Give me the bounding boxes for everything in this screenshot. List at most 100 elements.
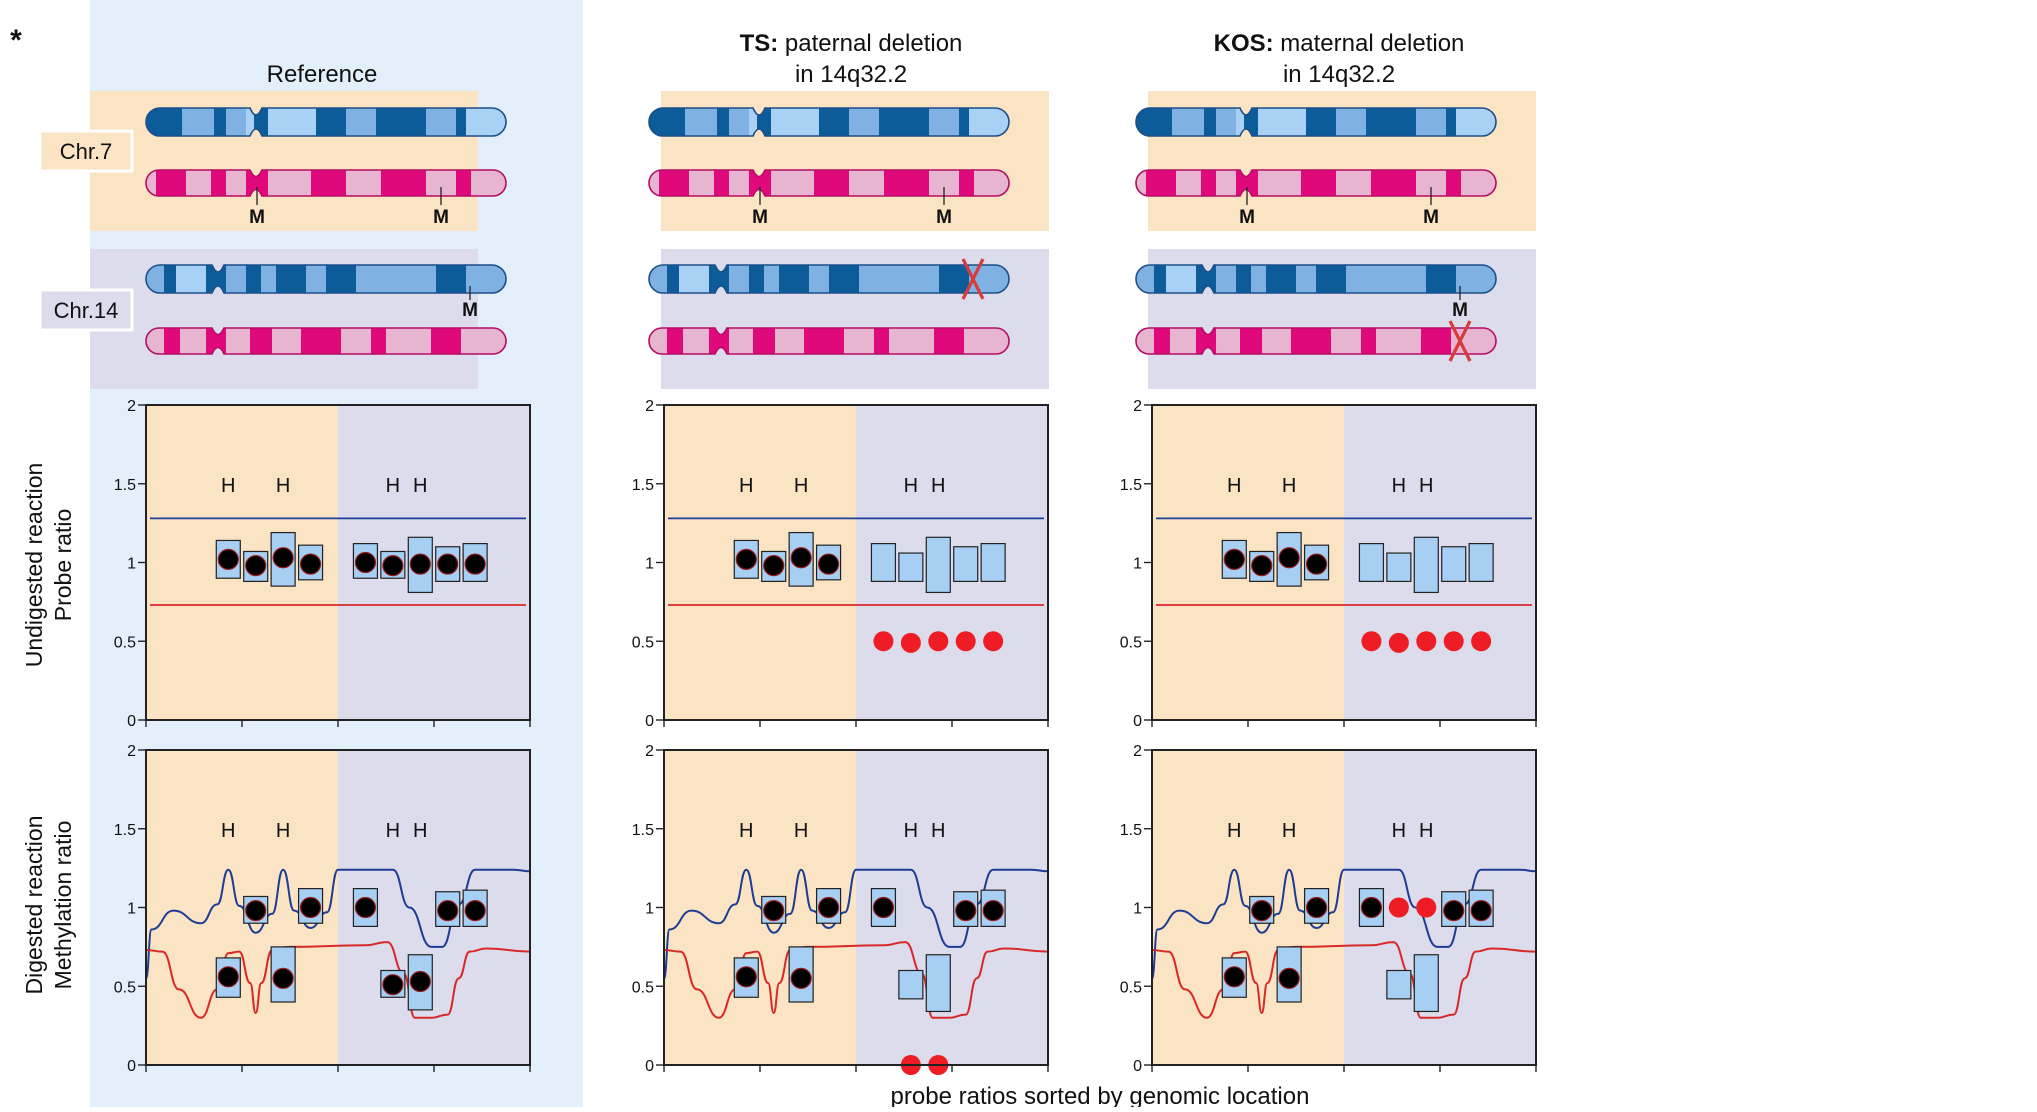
- chromosome-outline: [145, 264, 507, 294]
- chromosome-band: [1166, 265, 1197, 293]
- chromosome-band: [809, 265, 830, 293]
- probe-dot-black: [1278, 967, 1300, 989]
- chromosome-band: [180, 328, 207, 354]
- chromosome-band: [371, 328, 387, 354]
- row-label-undigested-line1: Undigested reaction: [21, 463, 47, 668]
- chromosome-band: [341, 328, 372, 354]
- probe-dot-red: [1388, 632, 1409, 653]
- chromosome-band: [1336, 108, 1367, 136]
- chromosome-band: [889, 328, 935, 354]
- chromosome-band: [381, 170, 427, 196]
- y-tick-label: 1.5: [1120, 822, 1142, 839]
- y-tick-label: 2: [1133, 398, 1142, 415]
- chromosome-band: [764, 265, 780, 293]
- chromosome-band: [226, 108, 247, 136]
- chromosome-band: [683, 328, 710, 354]
- probe-dot-black: [464, 900, 486, 922]
- chromosome-outline: [145, 107, 507, 137]
- chromosome-band: [667, 328, 684, 354]
- chromosome-band: [346, 108, 377, 136]
- chromosome-band: [1376, 328, 1422, 354]
- probe-dot-black: [763, 900, 785, 922]
- row-label-undigested-line2: Probe ratio: [50, 509, 76, 622]
- chr14-maternal-chromosome: [145, 327, 507, 355]
- probe-dot-black: [272, 547, 294, 569]
- y-tick-label: 2: [645, 743, 654, 760]
- chromosome-bands: [146, 328, 506, 354]
- y-tick-label: 0: [645, 1058, 654, 1075]
- probe-dot-red: [1471, 631, 1492, 652]
- h-label: H: [221, 475, 235, 497]
- chromosome-band: [1456, 108, 1482, 136]
- chromosome-bands: [1136, 328, 1496, 354]
- chromosome-band: [1136, 108, 1173, 136]
- probe-dot-black: [1305, 896, 1328, 919]
- marker-label-m: M: [433, 207, 449, 228]
- y-tick-label: 1: [645, 556, 654, 573]
- h-label: H: [1282, 820, 1296, 842]
- h-label: H: [1392, 820, 1406, 842]
- chromosome-band: [326, 265, 357, 293]
- y-tick-label: 0: [1133, 713, 1142, 730]
- chromosome-band: [461, 328, 506, 354]
- chromosome-band: [1251, 265, 1267, 293]
- chromosome-band: [1446, 170, 1462, 196]
- chromosome-band: [206, 328, 227, 354]
- probe-dot-black: [437, 900, 459, 922]
- probe-dot-black: [299, 896, 322, 919]
- chart-frame: [1151, 749, 1537, 1066]
- chr7-maternal-chromosome: [1135, 169, 1497, 197]
- x-axis-label: probe ratios sorted by genomic location: [891, 1083, 1310, 1107]
- chromosome-band: [874, 328, 890, 354]
- h-label: H: [1392, 475, 1406, 497]
- chromosome-band: [974, 170, 1009, 196]
- chromosome-band: [717, 108, 730, 136]
- y-tick-label: 0.5: [1120, 979, 1142, 996]
- chromosome-band: [246, 170, 269, 196]
- chromosome-band: [1136, 328, 1155, 354]
- chromosome-band: [456, 170, 472, 196]
- chromosome-outline: [1135, 264, 1497, 294]
- chromosome-band: [859, 265, 875, 293]
- chromosome-band: [1170, 328, 1197, 354]
- chromosome-band: [667, 265, 680, 293]
- chart-frame: [1151, 404, 1537, 721]
- column-title-rest: paternal deletion: [778, 30, 962, 57]
- h-label: H: [1419, 820, 1433, 842]
- probe-dot-black: [409, 970, 431, 993]
- chromosome-band: [1154, 265, 1167, 293]
- chromosome-band: [849, 108, 880, 136]
- chromosome-band: [959, 108, 970, 136]
- y-tick-label: 1: [127, 901, 136, 918]
- chromosome-band: [1258, 170, 1302, 196]
- chromosome-band: [431, 328, 462, 354]
- chromosome-band: [250, 328, 273, 354]
- probe-box: [870, 542, 897, 582]
- column-title-line2-ts: in 14q32.2: [795, 61, 907, 88]
- chromosome-bands: [146, 265, 506, 293]
- y-tick-label: 1: [1133, 556, 1142, 573]
- h-label: H: [1227, 475, 1241, 497]
- chromosome-band: [356, 265, 372, 293]
- y-tick-label: 1.5: [632, 822, 654, 839]
- probe-dot-black: [1470, 900, 1492, 922]
- chromosome-band: [376, 108, 427, 136]
- probe-box: [1386, 552, 1412, 582]
- probe-dot-black: [790, 547, 812, 569]
- probe-box: [925, 536, 951, 594]
- h-label: H: [931, 475, 945, 497]
- probe-dot-black: [872, 896, 895, 919]
- chromosome-band: [276, 265, 307, 293]
- chromosome-band: [261, 265, 277, 293]
- chromosome-bands: [649, 108, 1009, 136]
- h-label: H: [221, 820, 235, 842]
- chromosome-bands: [649, 265, 1009, 293]
- chromosome-band: [268, 170, 312, 196]
- column-title-bold: TS:: [740, 30, 779, 57]
- chromosome-band: [775, 328, 805, 354]
- probe-dot-red: [1416, 631, 1437, 652]
- chromosome-outline: [648, 327, 1010, 355]
- chromosome-outline: [1135, 169, 1497, 197]
- chromosome-band: [874, 265, 940, 293]
- chromosome-band: [749, 170, 772, 196]
